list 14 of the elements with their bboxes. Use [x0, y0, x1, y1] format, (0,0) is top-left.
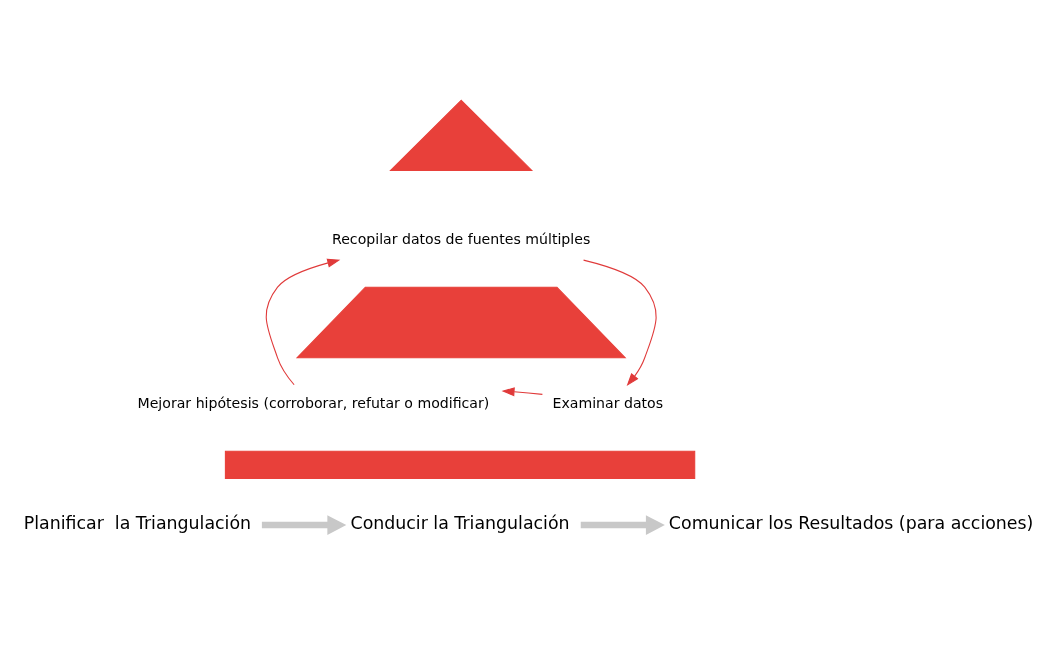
- arrow: [501, 387, 543, 397]
- node-bar: [224, 450, 696, 479]
- node-text: Recopilar datos de fuentes múltiples: [332, 231, 591, 248]
- node-text: Mejorar hipótesis (corroborar, refutar o modificar): [137, 395, 490, 412]
- arrow: [261, 515, 347, 536]
- node-text: Planificar la Triangulación: [23, 513, 252, 534]
- node-text: Conducir la Triangulación: [350, 513, 570, 534]
- node-triangle: [389, 99, 534, 171]
- arrow: [583, 259, 657, 387]
- node-trapezoid: [295, 286, 627, 359]
- arrow: [580, 515, 665, 536]
- node-text: Comunicar los Resultados (para acciones): [668, 513, 1034, 534]
- node-text: Examinar datos: [552, 395, 664, 412]
- arrow: [265, 258, 341, 386]
